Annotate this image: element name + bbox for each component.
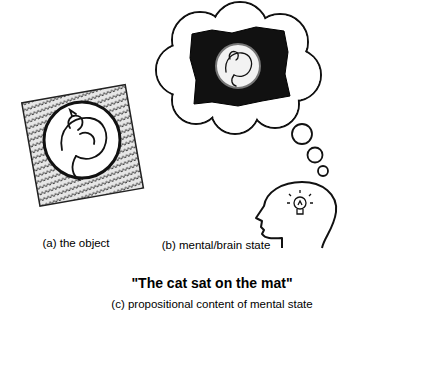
dark-mat <box>190 27 290 106</box>
thought-cat-circle <box>216 44 260 88</box>
label-holder: "The cat sat on the mat" <box>131 274 292 292</box>
trail-bubble <box>292 124 312 144</box>
caption-label: (c) propositional content of mental stat… <box>111 298 312 310</box>
thought-cat <box>226 52 252 86</box>
thought-cat-head <box>229 52 238 60</box>
bulb-glass <box>294 197 306 209</box>
caption-label: (b) mental/brain state <box>162 239 271 251</box>
cat-head <box>68 116 82 130</box>
light-bulb <box>287 190 313 214</box>
bulb-filament <box>298 201 302 205</box>
cat-circle <box>44 102 120 178</box>
trail-bubble <box>308 148 323 163</box>
thought-cat-tail <box>232 75 236 86</box>
bulb-base <box>297 209 303 214</box>
cloud-outline <box>156 2 321 134</box>
label-holder: (c) propositional content of mental stat… <box>111 294 312 312</box>
trail-bubble <box>318 166 328 176</box>
caption-label: (a) the object <box>42 237 109 249</box>
cat-tail <box>73 156 80 180</box>
cloud-fill <box>157 3 320 133</box>
proposition-text: "The cat sat on the mat" <box>131 275 292 291</box>
patterned-mat <box>22 85 144 207</box>
label-holder: (b) mental/brain state <box>162 235 271 253</box>
thought-bubble <box>156 2 328 176</box>
head-profile <box>256 182 336 248</box>
cloud-center <box>178 25 298 115</box>
head-outline <box>256 182 336 248</box>
label-holder: (a) the object <box>42 233 109 251</box>
mat-with-cat <box>22 85 144 207</box>
cat-ear <box>70 110 76 116</box>
bulb-rays <box>287 190 313 203</box>
cat-leg <box>80 133 94 144</box>
trail-bubbles <box>292 124 328 176</box>
cat-figure <box>61 110 106 180</box>
